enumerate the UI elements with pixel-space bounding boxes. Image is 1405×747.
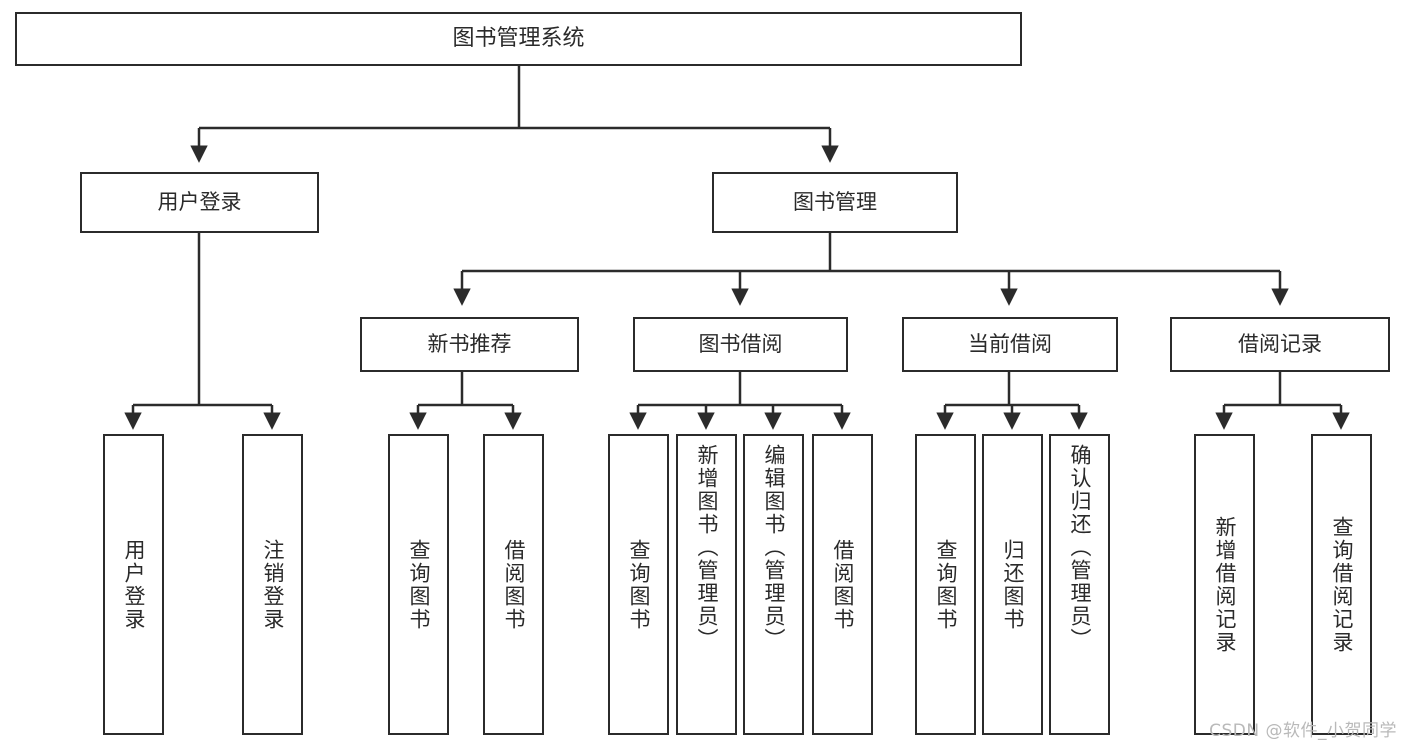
- node-label: 图书管理系统: [452, 26, 585, 52]
- node-label: 新增借阅记录: [1213, 515, 1237, 654]
- node-label: 用户登录: [157, 190, 242, 215]
- node-label: 借阅图书: [502, 538, 526, 631]
- leaf-current-query-book[interactable]: 查询图书: [915, 434, 976, 735]
- leaf-current-return-book[interactable]: 归还图书: [982, 434, 1043, 735]
- watermark-text: CSDN @软件_小贺同学: [1209, 721, 1397, 741]
- node-label: 图书管理: [793, 190, 877, 215]
- node-label: 查询图书: [934, 538, 958, 631]
- leaf-record-query-record[interactable]: 查询借阅记录: [1311, 434, 1372, 735]
- node-label: 新书推荐: [427, 332, 512, 357]
- leaf-user-login-login[interactable]: 用户登录: [103, 434, 164, 735]
- leaf-user-login-logout[interactable]: 注销登录: [242, 434, 303, 735]
- node-label: 查询图书: [627, 538, 651, 631]
- leaf-new-book-query[interactable]: 查询图书: [388, 434, 449, 735]
- node-label: 新增图书（管理员）: [695, 444, 719, 651]
- node-book-management[interactable]: 图书管理: [712, 172, 958, 233]
- node-label: 查询图书: [407, 538, 431, 631]
- node-label: 当前借阅: [968, 332, 1052, 357]
- leaf-new-book-borrow[interactable]: 借阅图书: [483, 434, 544, 735]
- leaf-borrow-query-book[interactable]: 查询图书: [608, 434, 669, 735]
- leaf-current-confirm-return-admin[interactable]: 确认归还（管理员）: [1049, 434, 1110, 735]
- node-label: 用户登录: [122, 538, 146, 631]
- node-label: 归还图书: [1001, 538, 1025, 631]
- node-label: 注销登录: [261, 538, 285, 631]
- node-label: 确认归还（管理员）: [1068, 444, 1092, 651]
- leaf-borrow-borrow-book[interactable]: 借阅图书: [812, 434, 873, 735]
- leaf-borrow-add-book-admin[interactable]: 新增图书（管理员）: [676, 434, 737, 735]
- node-new-book-recommend[interactable]: 新书推荐: [360, 317, 579, 372]
- node-current-borrow[interactable]: 当前借阅: [902, 317, 1118, 372]
- node-root-system[interactable]: 图书管理系统: [15, 12, 1022, 66]
- leaf-borrow-edit-book-admin[interactable]: 编辑图书（管理员）: [743, 434, 804, 735]
- node-label: 编辑图书（管理员）: [762, 444, 786, 651]
- leaf-record-add-record[interactable]: 新增借阅记录: [1194, 434, 1255, 735]
- node-label: 借阅记录: [1238, 332, 1322, 357]
- node-label: 图书借阅: [698, 332, 783, 357]
- node-label: 借阅图书: [831, 538, 855, 631]
- node-book-borrow[interactable]: 图书借阅: [633, 317, 848, 372]
- node-borrow-record[interactable]: 借阅记录: [1170, 317, 1390, 372]
- node-user-login[interactable]: 用户登录: [80, 172, 319, 233]
- node-label: 查询借阅记录: [1330, 515, 1354, 654]
